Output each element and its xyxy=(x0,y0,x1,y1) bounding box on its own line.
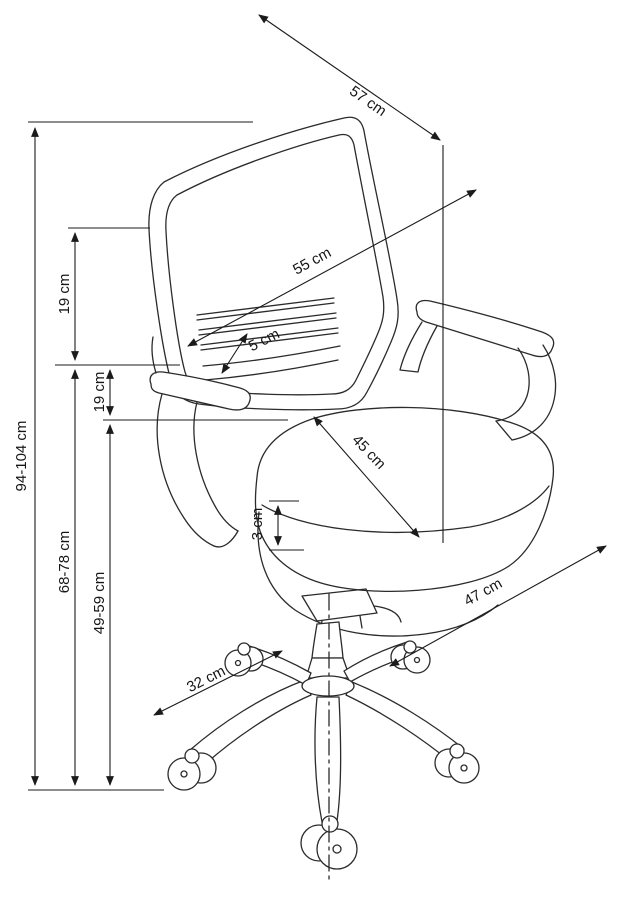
dim-label-base-span: 32 cm xyxy=(184,662,228,696)
dim-label-overall-height: 94-104 cm xyxy=(13,421,30,492)
armrest-right-pad xyxy=(415,299,555,358)
caster-axle xyxy=(413,656,421,664)
dim-line-seat-depth xyxy=(313,416,420,538)
caster-cap xyxy=(403,640,417,654)
backrest-lumbar-line xyxy=(202,345,341,367)
caster-axle xyxy=(460,764,468,772)
dim-line-seat-width xyxy=(389,545,607,667)
backrest-outer-frame xyxy=(148,116,399,411)
seat-mechanism xyxy=(301,588,378,622)
armrest-left-front-support xyxy=(156,393,215,547)
armrest-right-support-join xyxy=(495,420,513,441)
chair-illustration xyxy=(148,116,557,885)
dim-line-base-span xyxy=(153,650,283,716)
gas-lift-cylinder xyxy=(311,621,344,659)
dim-label-backrest-width: 57 cm xyxy=(346,83,389,120)
caster-upper-left xyxy=(224,642,264,677)
dim-label-seat-height: 49-59 cm xyxy=(91,572,108,635)
armrest-left-front-support xyxy=(193,401,239,532)
caster-front xyxy=(300,815,358,870)
armrest-right-rear-support xyxy=(399,321,438,373)
armrest-left-rear-link xyxy=(151,336,157,374)
caster-cap xyxy=(237,642,251,656)
dim-label-armrest-above-seat: 19 cm xyxy=(91,372,108,413)
dim-label-armrest-height: 68-78 cm xyxy=(56,531,73,594)
caster-axle xyxy=(234,659,242,667)
base-hub xyxy=(301,675,355,697)
caster-left xyxy=(167,748,217,791)
caster-cap xyxy=(449,743,465,759)
armrest-right-front-support xyxy=(511,344,557,441)
base-leg-front xyxy=(314,696,342,823)
armrest-left-pad xyxy=(149,371,251,411)
gas-lift-cone xyxy=(305,657,351,679)
dim-line-backrest-width xyxy=(258,14,441,141)
base-leg-left xyxy=(189,679,312,767)
backrest-lumbar-line xyxy=(204,359,339,381)
caster-axle xyxy=(332,844,342,854)
caster-right xyxy=(434,743,480,784)
dim-label-backrest-upper-height: 19 cm xyxy=(56,274,73,315)
armrest-right-front-support xyxy=(495,347,530,422)
dim-label-seat-edge: 3 cm xyxy=(249,508,266,541)
dimension-lines xyxy=(28,14,607,791)
caster-cap xyxy=(184,748,200,764)
dim-line-backrest-diagonal xyxy=(187,189,477,347)
armrest-left-support-join xyxy=(213,530,239,548)
dim-line-lumbar-slats xyxy=(221,333,248,374)
seat-cushion xyxy=(254,406,555,592)
caster-axle xyxy=(180,770,188,778)
adjustment-lever xyxy=(373,605,402,623)
caster-cap xyxy=(321,815,339,833)
